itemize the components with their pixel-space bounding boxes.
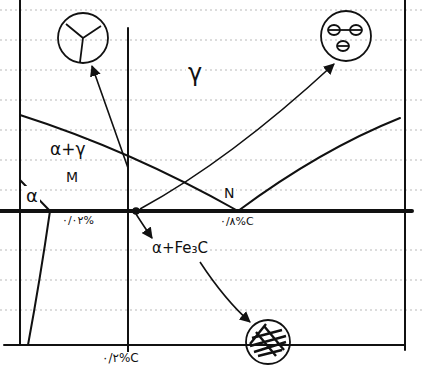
notebook-rule	[0, 10, 422, 310]
phase-lines	[0, 0, 412, 360]
microstructure-circles	[58, 11, 371, 364]
phase-label: N	[222, 186, 236, 201]
phase-label: M	[64, 170, 80, 185]
phase-label: ۰/۲%C	[100, 352, 141, 365]
phase-label: ۰/۰۲%	[60, 215, 96, 227]
phase-label: α+γ	[48, 140, 88, 159]
phase-label: α+Fe₃C	[150, 240, 210, 257]
phase-label: ۰/۸%C	[218, 216, 256, 228]
phase-label: γ	[186, 60, 204, 86]
phase-label: α	[24, 186, 40, 206]
leader-arrows	[92, 64, 334, 322]
